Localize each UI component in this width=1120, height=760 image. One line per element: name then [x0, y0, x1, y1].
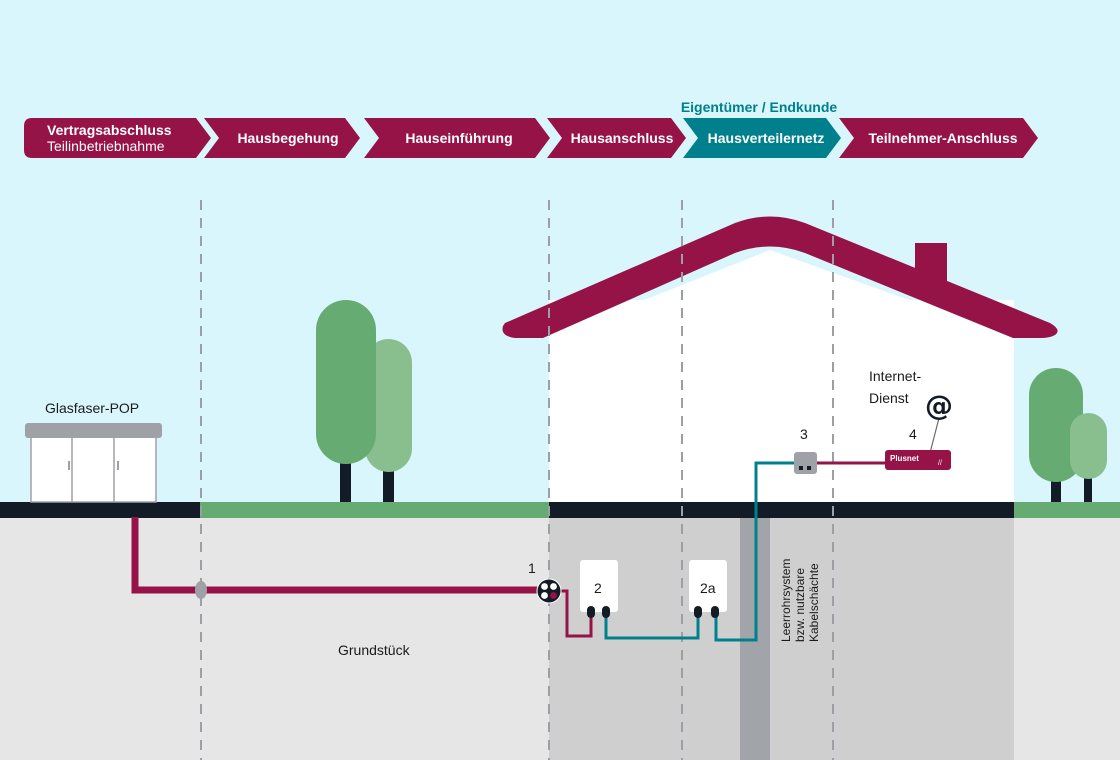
grass-strip: [200, 502, 549, 518]
grass-strip-right: [1014, 502, 1120, 518]
pop-label: Glasfaser-POP: [45, 400, 139, 416]
trees-right: [1029, 368, 1107, 502]
router-component-4[interactable]: Plusnet //: [885, 450, 951, 470]
svg-text:Kabelschächte: Kabelschächte: [807, 563, 821, 642]
property-label: Grundstück: [338, 642, 411, 658]
step-1-label: Vertragsabschluss: [47, 122, 172, 138]
step-hausverteilernetz[interactable]: Hausverteilernetz: [683, 118, 841, 158]
asphalt-left: [0, 502, 200, 518]
step-4-label: Hausanschluss: [571, 130, 674, 146]
step-hauseinfuehrung[interactable]: Hauseinführung: [364, 118, 550, 158]
house-gable: [549, 250, 1014, 338]
internet-label-line2: Dienst: [869, 390, 909, 406]
step-6-label: Teilnehmer-Anschluss: [868, 130, 1017, 146]
step-1-sublabel: Teilinbetriebnahme: [47, 138, 165, 154]
component-4-label: 4: [909, 426, 917, 442]
step-hausanschluss[interactable]: Hausanschluss: [547, 118, 686, 158]
router-antenna-line: [929, 417, 940, 454]
step-3-label: Hauseinführung: [405, 130, 512, 146]
step-vertragsabschluss[interactable]: Vertragsabschluss Teilinbetriebnahme: [24, 118, 211, 158]
component-2-label: 2: [594, 580, 602, 596]
trees-middle: [316, 300, 412, 502]
fiber-cable-feeder: [131, 517, 540, 594]
glasfaser-pop-cabinet: [25, 423, 162, 503]
splice-point: [195, 581, 207, 599]
internet-label-line1: Internet-: [869, 368, 921, 384]
duct-label: Leerrohrsystem bzw. nutzbare Kabelschäch…: [779, 559, 821, 642]
component-2a-label: 2a: [700, 580, 716, 596]
svg-text:bzw. nutzbare: bzw. nutzbare: [793, 568, 807, 642]
svg-text:Leerrohrsystem: Leerrohrsystem: [779, 559, 793, 642]
owner-label: Eigentümer / Endkunde: [681, 99, 838, 115]
distribution-box-component-2a[interactable]: [689, 560, 727, 618]
process-steps-bar: Vertragsabschluss Teilinbetriebnahme Hau…: [24, 118, 1038, 158]
house-roof: [502, 216, 1058, 338]
step-2-label: Hausbegehung: [237, 130, 338, 146]
fiber-outlet-component-3[interactable]: [794, 452, 817, 474]
house-entry-component-1[interactable]: [536, 578, 562, 604]
step-teilnehmer-anschluss[interactable]: Teilnehmer-Anschluss: [839, 118, 1038, 158]
at-icon: @: [925, 389, 953, 422]
fiber-cable-riser-1: [604, 612, 700, 640]
fiber-cable-riser-2: [714, 461, 797, 642]
house-foundation: [549, 502, 1014, 518]
step-5-label: Hausverteilernetz: [708, 130, 825, 146]
router-brand-label: Plusnet: [890, 454, 919, 463]
hup-box-component-2[interactable]: [580, 560, 618, 618]
router-indicator-icon: //: [938, 460, 942, 467]
step-hausbegehung[interactable]: Hausbegehung: [204, 118, 360, 158]
fiber-cable-hup: [556, 589, 593, 638]
component-3-label: 3: [800, 426, 808, 442]
component-1-label: 1: [528, 560, 536, 576]
